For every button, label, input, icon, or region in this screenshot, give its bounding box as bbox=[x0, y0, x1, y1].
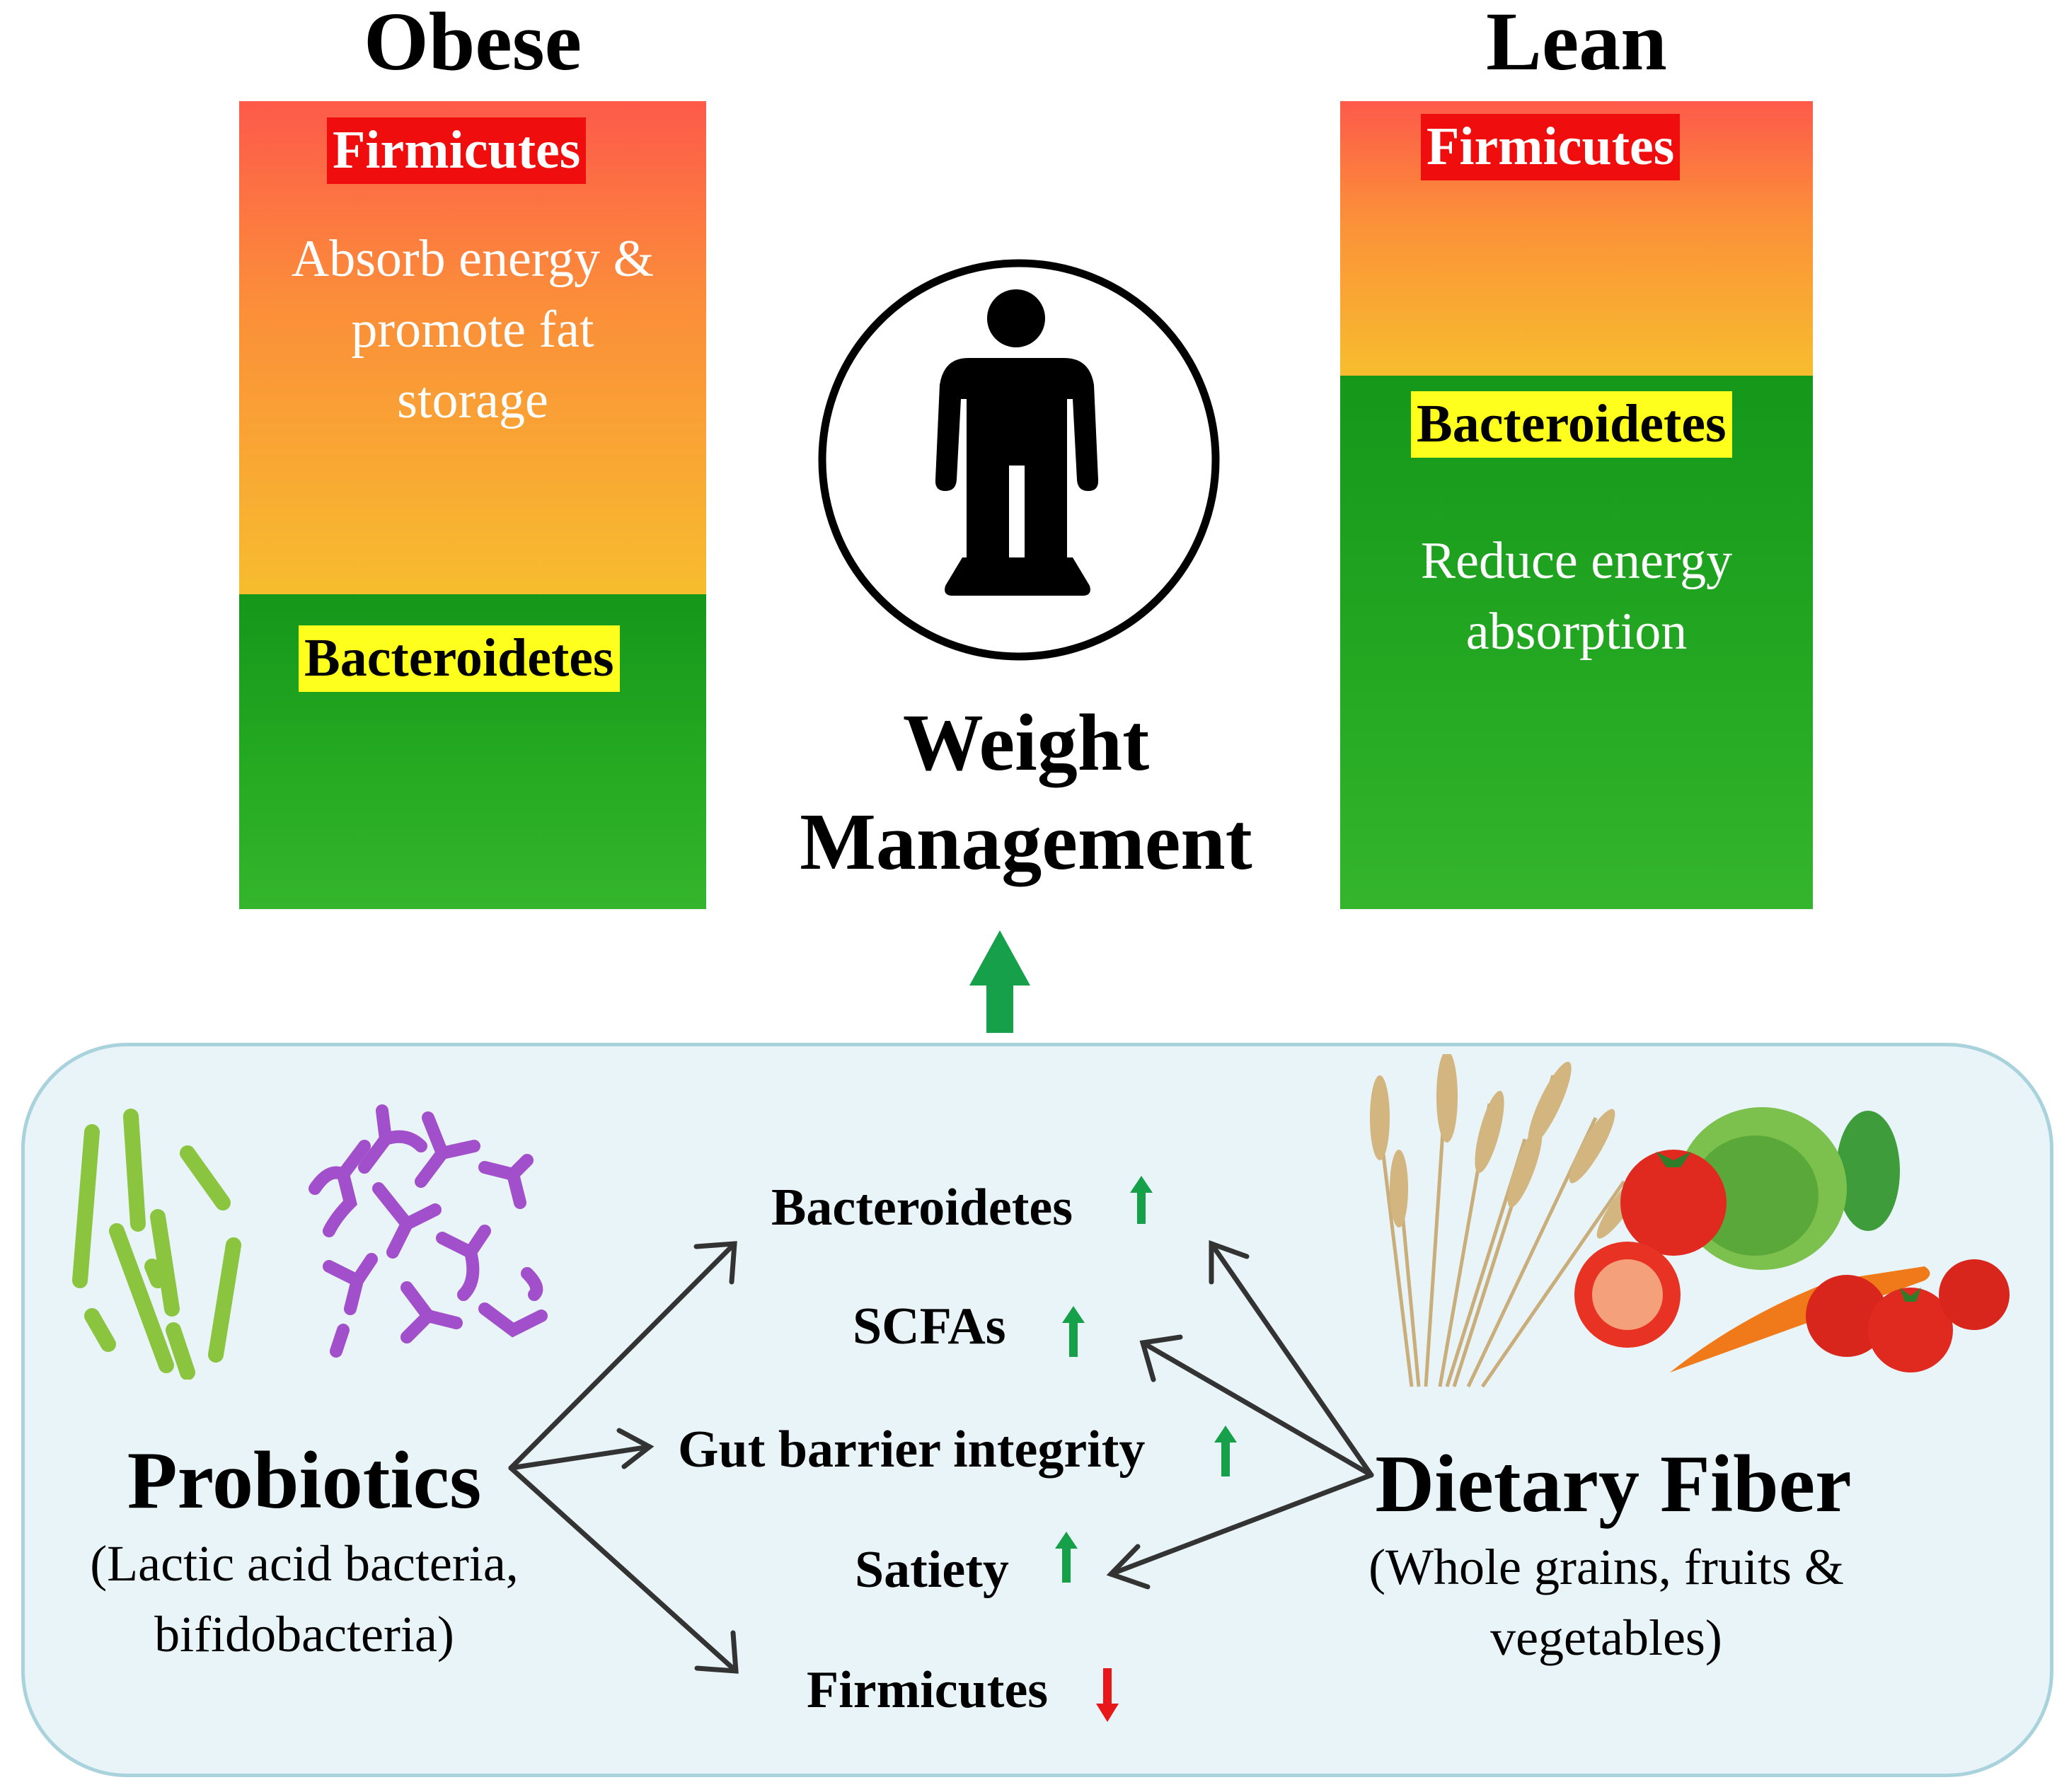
effect-gut-barrier-integrity: Gut barrier integrity bbox=[678, 1421, 1146, 1479]
probiotics-subtitle: (Lactic acid bacteria, bifidobacteria) bbox=[28, 1528, 580, 1670]
bifidobacteria-icon bbox=[309, 1104, 548, 1358]
bacteroidetes-up-arrow-icon bbox=[1130, 1176, 1153, 1224]
obese-desc-line: promote fat bbox=[351, 301, 594, 359]
dietary-fiber-title: Dietary Fiber bbox=[1375, 1439, 1852, 1530]
dietary-fiber-subtitle-line: (Whole grains, fruits & bbox=[1368, 1539, 1844, 1595]
probiotics-subtitle-line: bifidobacteria) bbox=[154, 1606, 454, 1663]
vegetables-icon bbox=[1574, 1107, 2010, 1372]
person-on-scale-icon bbox=[818, 259, 1220, 661]
obese-bacteroidetes-label: Bacteroidetes bbox=[299, 625, 620, 692]
effect-satiety: Satiety bbox=[855, 1541, 1009, 1599]
effect-scfas: SCFAs bbox=[853, 1297, 1006, 1355]
dietary-fiber-subtitle-line: vegetables) bbox=[1490, 1609, 1722, 1666]
probiotics-title: Probiotics bbox=[127, 1435, 482, 1526]
scfas-up-arrow-icon bbox=[1062, 1306, 1085, 1357]
fiber-to-bacteroidetes-arrow bbox=[1209, 1241, 1374, 1478]
effect-bacteroidetes: Bacteroidetes bbox=[771, 1179, 1073, 1237]
obese-firmicutes-label: Firmicutes bbox=[327, 117, 587, 184]
weight-management-title: Weight Management bbox=[764, 693, 1288, 891]
weight-management-line: Weight bbox=[902, 698, 1150, 787]
lean-desc-line: Reduce energy bbox=[1420, 532, 1733, 590]
firmicutes-down-arrow-icon bbox=[1096, 1668, 1119, 1722]
satiety-up-arrow-icon bbox=[1055, 1532, 1078, 1583]
probiotics-to-bacteroidetes-arrow bbox=[508, 1241, 737, 1471]
obese-desc-line: Absorb energy & bbox=[291, 230, 655, 288]
obese-heading: Obese bbox=[363, 0, 582, 88]
lean-bacteroidetes-segment bbox=[1340, 376, 1813, 909]
obese-desc-line: storage bbox=[397, 371, 548, 429]
fiber-to-satiety-arrow bbox=[1108, 1472, 1374, 1577]
obese-microbiota-panel: Firmicutes Absorb energy & promote fat s… bbox=[239, 101, 706, 909]
lean-bacteroidetes-label: Bacteroidetes bbox=[1411, 391, 1732, 458]
lean-bacteroidetes-description: Reduce energy absorption bbox=[1340, 526, 1813, 667]
probiotics-subtitle-line: (Lactic acid bacteria, bbox=[90, 1535, 519, 1592]
gut-barrier-up-arrow-icon bbox=[1214, 1426, 1237, 1476]
probiotics-to-firmicutes-arrow bbox=[508, 1465, 739, 1674]
lean-desc-line: absorption bbox=[1465, 603, 1688, 661]
lean-microbiota-panel: Firmicutes Bacteroidetes Reduce energy a… bbox=[1340, 101, 1813, 909]
effect-firmicutes: Firmicutes bbox=[807, 1661, 1049, 1719]
probiotics-to-gut-barrier-arrow bbox=[508, 1444, 652, 1471]
obese-firmicutes-description: Absorb energy & promote fat storage bbox=[239, 224, 706, 436]
dietary-fiber-subtitle: (Whole grains, fruits & vegetables) bbox=[1316, 1532, 1896, 1673]
green-up-arrow-icon bbox=[969, 930, 1030, 1033]
rod-bacteria-icon bbox=[72, 1109, 241, 1380]
lean-firmicutes-label: Firmicutes bbox=[1421, 114, 1681, 180]
weight-management-line: Management bbox=[800, 797, 1252, 886]
lean-heading: Lean bbox=[1486, 0, 1667, 88]
fiber-to-scfas-arrow bbox=[1140, 1340, 1374, 1478]
